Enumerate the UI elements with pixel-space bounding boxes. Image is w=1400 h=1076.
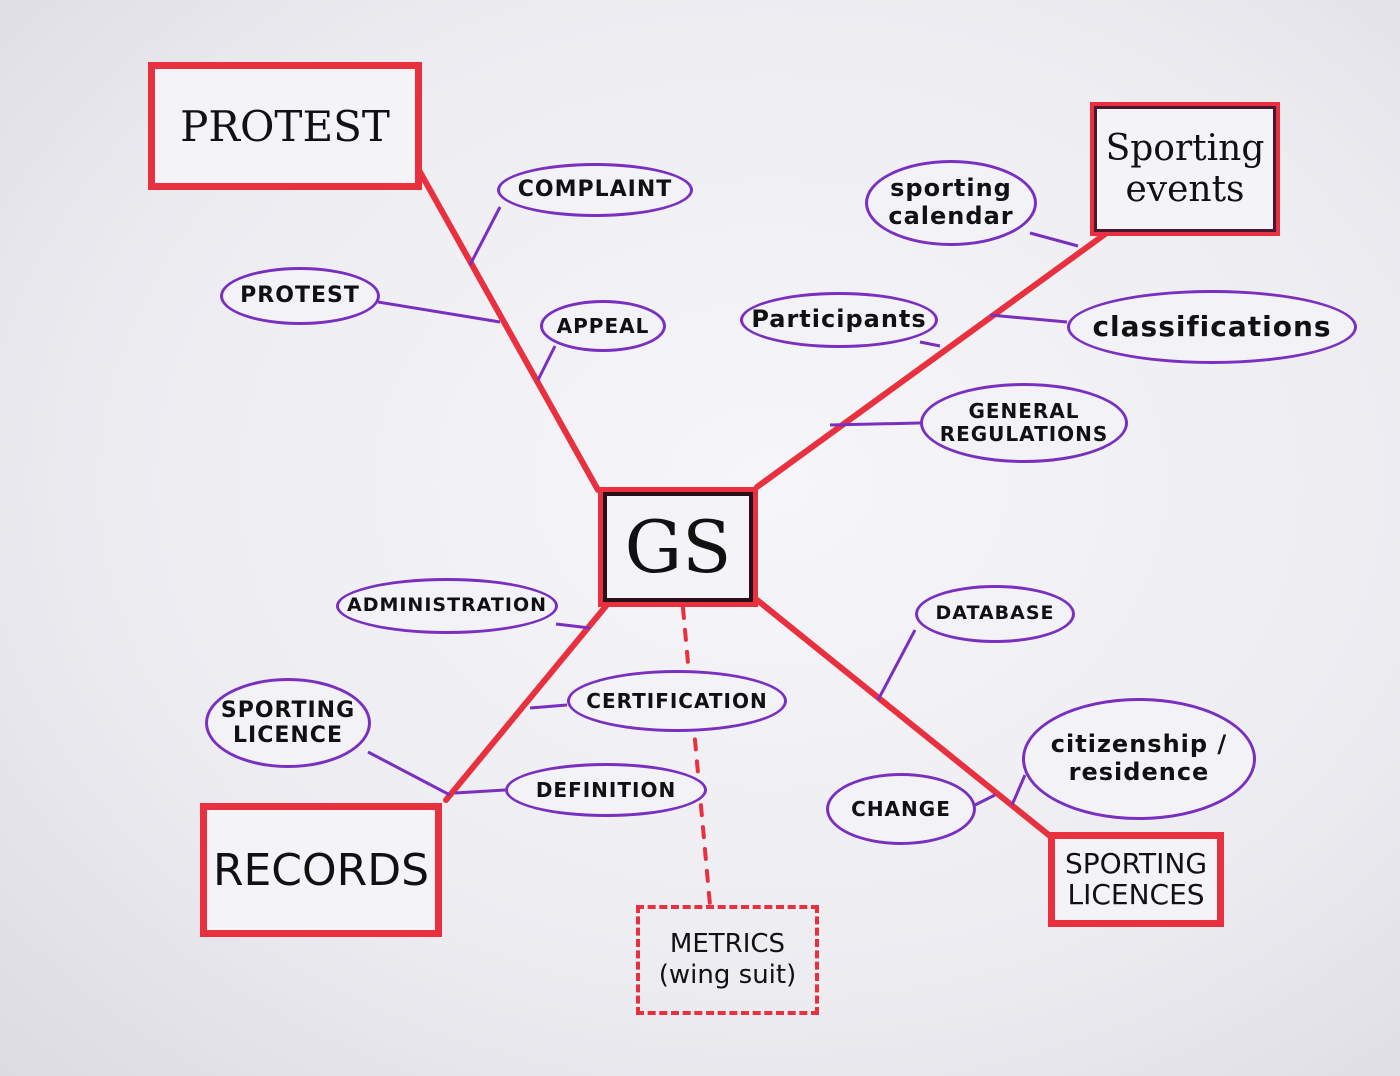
main-node-label: PROTEST bbox=[180, 101, 390, 151]
sub-node-label: COMPLAINT bbox=[517, 177, 673, 203]
main-node-label: METRICS (wing suit) bbox=[658, 928, 797, 990]
sub-node-label: ADMINISTRATION bbox=[346, 594, 547, 617]
center-label: GS bbox=[624, 505, 732, 589]
sub-node-administration: ADMINISTRATION bbox=[336, 578, 558, 634]
sub-node-citizenship-residence: citizenship / residence bbox=[1022, 698, 1256, 820]
center-node-gs: GS bbox=[598, 487, 758, 607]
sub-node-general-regulations: GENERAL REGULATIONS bbox=[920, 383, 1128, 463]
link-sporting-events bbox=[754, 229, 1111, 490]
main-node-sporting-events: Sporting events bbox=[1090, 102, 1280, 236]
sub-node-label: sporting calendar bbox=[888, 174, 1014, 230]
sub-node-label: CHANGE bbox=[851, 796, 951, 821]
sub-node-label: classifications bbox=[1092, 309, 1332, 343]
sub-node-classifications: classifications bbox=[1067, 290, 1357, 364]
link-records bbox=[443, 603, 609, 803]
link-sporting-licences bbox=[754, 597, 1053, 839]
main-node-sporting-licences: SPORTING LICENCES bbox=[1048, 832, 1224, 927]
sub-node-label: DATABASE bbox=[935, 602, 1055, 625]
sub-node-label: GENERAL REGULATIONS bbox=[939, 399, 1109, 446]
sub-node-label: PROTEST bbox=[240, 283, 360, 309]
sub-node-database: DATABASE bbox=[915, 585, 1075, 643]
sub-node-appeal: APPEAL bbox=[540, 300, 666, 352]
sub-node-complaint: COMPLAINT bbox=[497, 163, 693, 217]
sub-node-label: Participants bbox=[751, 305, 927, 334]
sub-node-certification: CERTIFICATION bbox=[567, 670, 787, 732]
main-node-label: RECORDS bbox=[212, 844, 430, 896]
sub-node-label: CERTIFICATION bbox=[586, 688, 768, 713]
main-node-label: Sporting events bbox=[1105, 128, 1265, 210]
link-metrics bbox=[681, 606, 712, 907]
sub-node-participants: Participants bbox=[740, 292, 938, 348]
main-node-records: RECORDS bbox=[200, 803, 442, 937]
sub-node-label: SPORTING LICENCE bbox=[220, 697, 356, 748]
sub-node-protest: PROTEST bbox=[220, 267, 380, 325]
main-node-metrics: METRICS (wing suit) bbox=[636, 905, 819, 1015]
sub-node-label: APPEAL bbox=[556, 313, 650, 338]
sub-node-change: CHANGE bbox=[826, 773, 976, 845]
sub-node-label: DEFINITION bbox=[535, 777, 677, 802]
main-node-protest: PROTEST bbox=[148, 62, 422, 190]
sub-node-sporting-licence: SPORTING LICENCE bbox=[205, 678, 371, 768]
main-node-label: SPORTING LICENCES bbox=[1064, 846, 1208, 911]
sub-node-definition: DEFINITION bbox=[505, 763, 707, 817]
sub-node-label: citizenship / residence bbox=[1050, 730, 1228, 786]
sub-node-sporting-calendar: sporting calendar bbox=[865, 160, 1037, 246]
link-protest bbox=[417, 169, 601, 493]
